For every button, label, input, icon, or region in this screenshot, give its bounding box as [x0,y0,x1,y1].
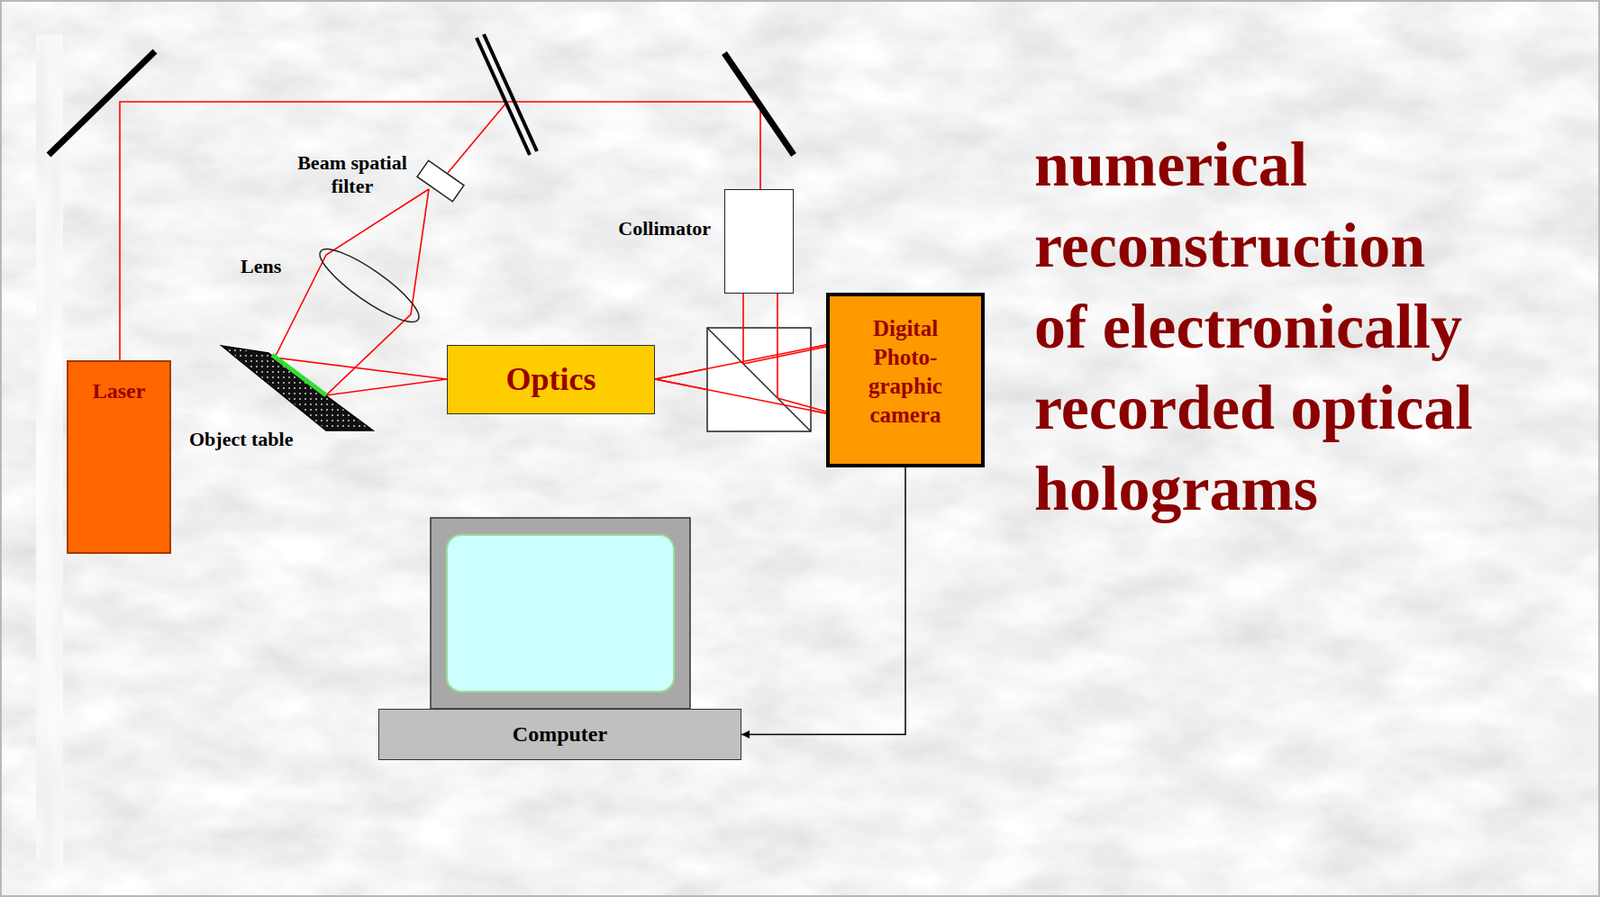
collimator: Collimator [724,189,794,294]
beam [326,189,447,396]
monitor-case [430,518,691,710]
lens-outline [311,238,428,333]
beam [447,101,508,173]
object-plate [221,345,373,431]
spatial-filter-shape [414,162,467,200]
box-label: Digital Photo- graphic camera [852,314,959,430]
filter-body [417,160,464,202]
camera-box: Digital Photo- graphic camera [826,292,985,468]
beam [743,346,827,364]
monitor [430,518,691,710]
laser: Laser [66,360,172,555]
mirror [724,53,794,155]
object-table-shape [216,342,379,437]
beam [654,379,827,414]
beam [742,293,745,364]
box-label: Laser [92,378,146,405]
laser-beams [119,101,827,414]
part-label: Object table [189,427,293,452]
part-label: Collimator [618,217,711,241]
optics-box: Optics [446,345,655,415]
computer-base: Computer [378,709,742,761]
side-strip [36,34,64,870]
mirror-plate [476,37,530,155]
splitter-diagonal [707,327,811,432]
box-label: Computer [512,721,608,748]
beam [654,345,827,380]
beam [119,101,761,361]
object-table: Object table [216,342,379,437]
lens: Lens [315,245,424,327]
object-sample [272,354,327,396]
part-label: Lens [240,254,282,279]
beam [274,189,447,380]
part-label: Beam spatial filter [284,151,420,199]
beam-splitter [707,327,811,432]
monitor-screen [446,535,674,692]
laser-beams [654,293,827,414]
beam-splitter-mirror [476,34,537,155]
signal-arrow [741,467,906,736]
mirror-plate [483,34,537,152]
lens-shape [315,245,424,327]
box-label: Optics [505,360,596,400]
mirror [48,51,155,155]
slide-title: numerical reconstruction of electronical… [1034,124,1479,530]
beam [776,293,779,399]
spatial-filter: Beam spatial filter [414,162,467,200]
